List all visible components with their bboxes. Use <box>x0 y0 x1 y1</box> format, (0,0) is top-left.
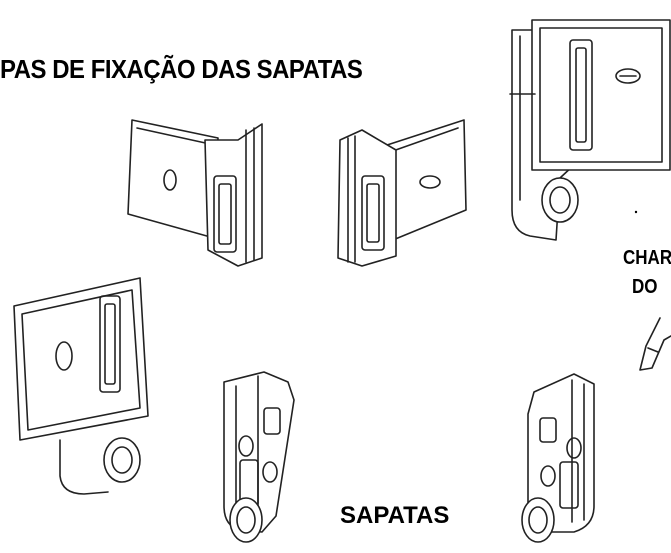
side-label-line2: DO <box>632 276 658 298</box>
small-part-right-edge <box>634 210 671 371</box>
clip-top-right <box>337 119 467 267</box>
diagram-title: PAS DE FIXAÇÃO DAS SAPATAS <box>0 54 363 84</box>
clip-top-left <box>127 119 263 267</box>
sapatas-caption: SAPATAS <box>340 502 450 529</box>
shoe-with-clip-top-right <box>509 19 671 241</box>
side-label-line1: CHAR <box>623 247 671 269</box>
shoe-bottom-left <box>223 371 295 543</box>
shoe-bottom-right <box>521 373 595 543</box>
shoe-with-clip-left <box>13 277 149 495</box>
